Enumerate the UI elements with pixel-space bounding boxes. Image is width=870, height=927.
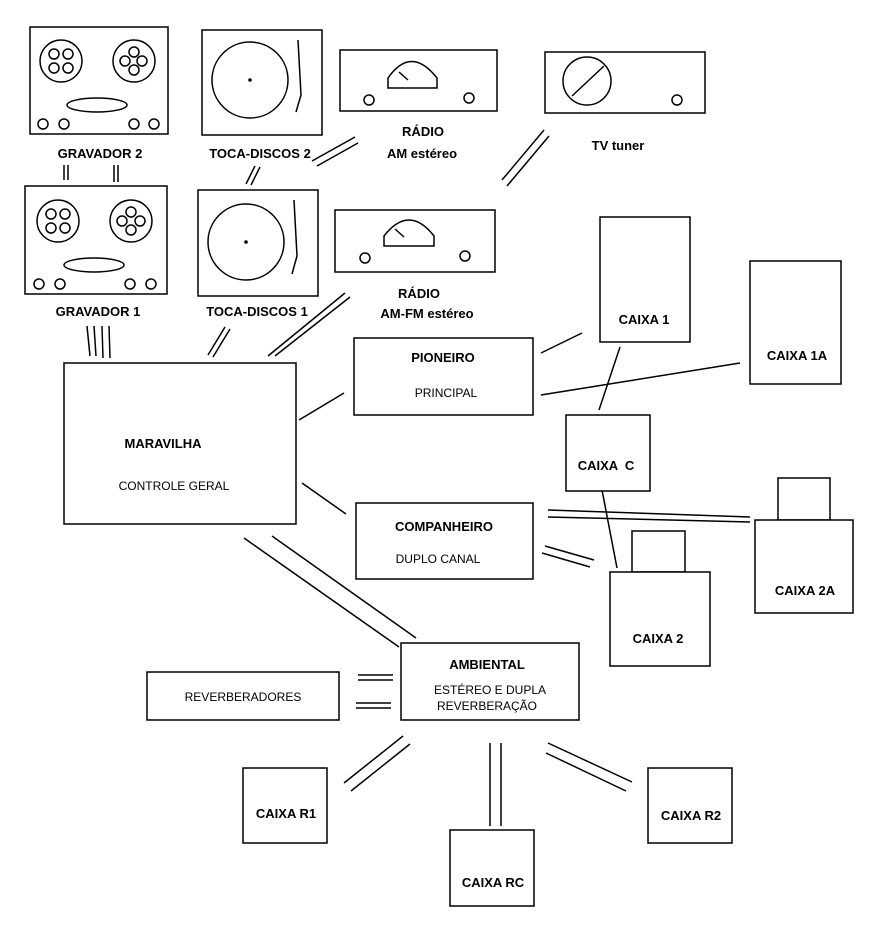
caixa-2-label: CAIXA 2 [633, 631, 684, 646]
gravador-1-device: GRAVADOR 1 [24, 185, 168, 319]
pioneiro-subtitle: PRINCIPAL [415, 386, 478, 400]
reel-right-icon [112, 39, 156, 83]
maravilha-title: MARAVILHA [124, 436, 202, 451]
turntable-icon [211, 39, 302, 119]
toca-discos-2-device: TOCA-DISCOS 2 [201, 29, 323, 161]
companheiro-unit: COMPANHEIRO DUPLO CANAL [355, 502, 534, 580]
connector-lines [63, 129, 751, 826]
caixa-r2-label: CAIXA R2 [661, 808, 721, 823]
caixa-2-speaker: CAIXA 2 [609, 530, 711, 667]
radio-dial-icon [387, 60, 438, 89]
radio-am-label-2: AM estéreo [387, 146, 457, 161]
companheiro-subtitle: DUPLO CANAL [396, 552, 481, 566]
reel-right-icon [109, 199, 153, 243]
ambiental-title: AMBIENTAL [449, 657, 525, 672]
toca-discos-1-device: TOCA-DISCOS 1 [197, 189, 319, 319]
reel-left-icon [36, 199, 80, 243]
tv-tuner-label: TV tuner [592, 138, 645, 153]
gravador-1-label: GRAVADOR 1 [56, 304, 141, 319]
caixa-r2-speaker: CAIXA R2 [647, 767, 733, 844]
gravador-2-device: GRAVADOR 2 [29, 26, 169, 161]
reel-left-icon [39, 39, 83, 83]
gravador-2-label: GRAVADOR 2 [58, 146, 143, 161]
caixa-1-label: CAIXA 1 [619, 312, 670, 327]
caixa-c-speaker: CAIXA C [565, 414, 651, 492]
radio-amfm-device: RÁDIO AM-FM estéreo [334, 209, 496, 321]
caixa-1a-speaker: CAIXA 1A [749, 260, 842, 385]
caixa-r1-speaker: CAIXA R1 [242, 767, 328, 844]
toca-discos-1-label: TOCA-DISCOS 1 [206, 304, 308, 319]
maravilha-unit: MARAVILHA CONTROLE GERAL [63, 362, 297, 525]
radio-am-label-1: RÁDIO [402, 124, 444, 139]
caixa-2a-speaker: CAIXA 2A [754, 477, 854, 614]
pioneiro-title: PIONEIRO [411, 350, 475, 365]
ambiental-subtitle-2: REVERBERAÇÃO [437, 699, 537, 713]
radio-dial-icon [383, 219, 435, 247]
reverberadores-unit: REVERBERADORES [146, 671, 340, 721]
caixa-rc-speaker: CAIXA RC [449, 829, 535, 907]
radio-am-device: RÁDIO AM estéreo [339, 49, 498, 161]
ambiental-unit: AMBIENTAL ESTÉREO E DUPLA REVERBERAÇÃO [400, 642, 580, 721]
turntable-icon [207, 199, 298, 281]
radio-amfm-label-2: AM-FM estéreo [380, 306, 473, 321]
reverberadores-label: REVERBERADORES [185, 690, 302, 704]
caixa-c-label: CAIXA C [578, 458, 635, 473]
pioneiro-unit: PIONEIRO PRINCIPAL [353, 337, 534, 416]
ambiental-subtitle-1: ESTÉREO E DUPLA [434, 682, 546, 697]
caixa-r1-label: CAIXA R1 [256, 806, 316, 821]
radio-amfm-label-1: RÁDIO [398, 286, 440, 301]
caixa-2a-label: CAIXA 2A [775, 583, 836, 598]
tuner-dial-icon [562, 56, 612, 106]
caixa-rc-label: CAIXA RC [462, 875, 525, 890]
tv-tuner-device: TV tuner [544, 51, 706, 153]
maravilha-subtitle: CONTROLE GERAL [119, 479, 230, 493]
caixa-1a-label: CAIXA 1A [767, 348, 828, 363]
toca-discos-2-label: TOCA-DISCOS 2 [209, 146, 311, 161]
caixa-1-speaker: CAIXA 1 [599, 216, 691, 343]
companheiro-title: COMPANHEIRO [395, 519, 493, 534]
